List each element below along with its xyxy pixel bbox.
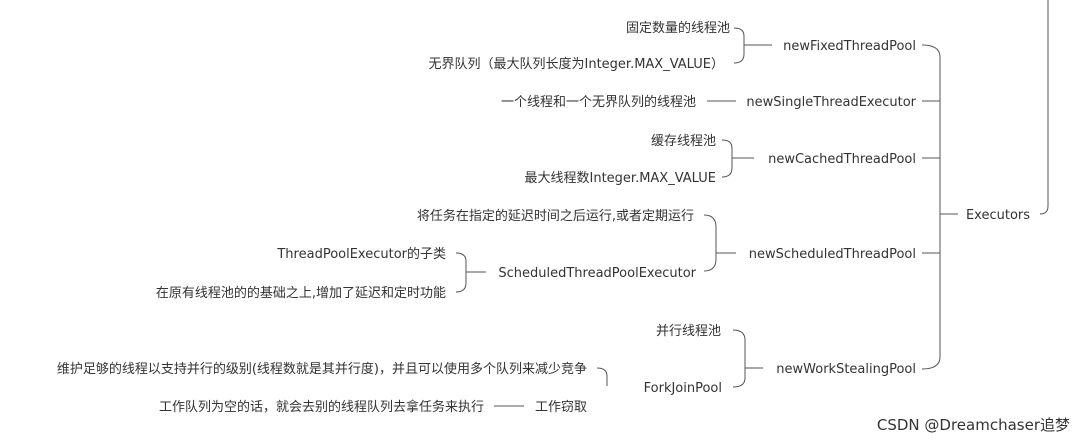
node-stealing-desc: 并行线程池 xyxy=(656,324,721,339)
executors-bracket xyxy=(921,44,941,370)
scheduled-bracket xyxy=(703,214,717,272)
node-work-stealing-desc: 工作队列为空的话，就会去别的线程队列去拿任务来执行 xyxy=(159,399,484,415)
node-new-scheduled-thread-pool: newScheduledThreadPool xyxy=(749,247,916,262)
forkjoin-connector xyxy=(596,367,608,386)
node-new-fixed-thread-pool: newFixedThreadPool xyxy=(783,39,916,54)
node-cached-desc-2: 最大线程数Integer.MAX_VALUE xyxy=(525,171,717,186)
node-fixed-desc-2: 无界队列（最大队列长度为Integer.MAX_VALUE） xyxy=(429,56,725,72)
parent-connector-line xyxy=(1039,0,1049,215)
cached-bracket xyxy=(721,139,733,178)
node-work-stealing: 工作窃取 xyxy=(535,399,587,415)
node-new-single-thread-executor: newSingleThreadExecutor xyxy=(746,95,916,110)
node-new-work-stealing-pool: newWorkStealingPool xyxy=(776,362,916,377)
node-executors: Executors xyxy=(966,208,1030,223)
node-scheduled-thread-pool-executor: ScheduledThreadPoolExecutor xyxy=(498,266,696,281)
node-executor-desc-2: 在原有线程池的的基础之上,增加了延迟和定时功能 xyxy=(156,285,446,301)
node-scheduled-desc: 将任务在指定的延迟时间之后运行,或者定期运行 xyxy=(417,208,694,224)
connector-lines xyxy=(455,0,1049,407)
csdn-watermark: CSDN @Dreamchaser追梦 xyxy=(877,416,1070,434)
node-single-desc: 一个线程和一个无界队列的线程池 xyxy=(501,94,696,110)
node-fixed-desc-1: 固定数量的线程池 xyxy=(626,20,730,36)
node-cached-desc-1: 缓存线程池 xyxy=(651,134,716,149)
node-executor-desc-1: ThreadPoolExecutor的子类 xyxy=(276,246,446,262)
fixed-bracket xyxy=(733,27,745,64)
stealing-bracket xyxy=(732,329,746,388)
node-fork-join-pool: ForkJoinPool xyxy=(644,381,722,396)
executor-bracket xyxy=(455,252,467,293)
node-new-cached-thread-pool: newCachedThreadPool xyxy=(768,152,916,167)
node-fork-join-desc: 维护足够的线程以支持并行的级别(线程数就是其并行度)，并且可以使用多个队列来减少… xyxy=(57,361,587,377)
